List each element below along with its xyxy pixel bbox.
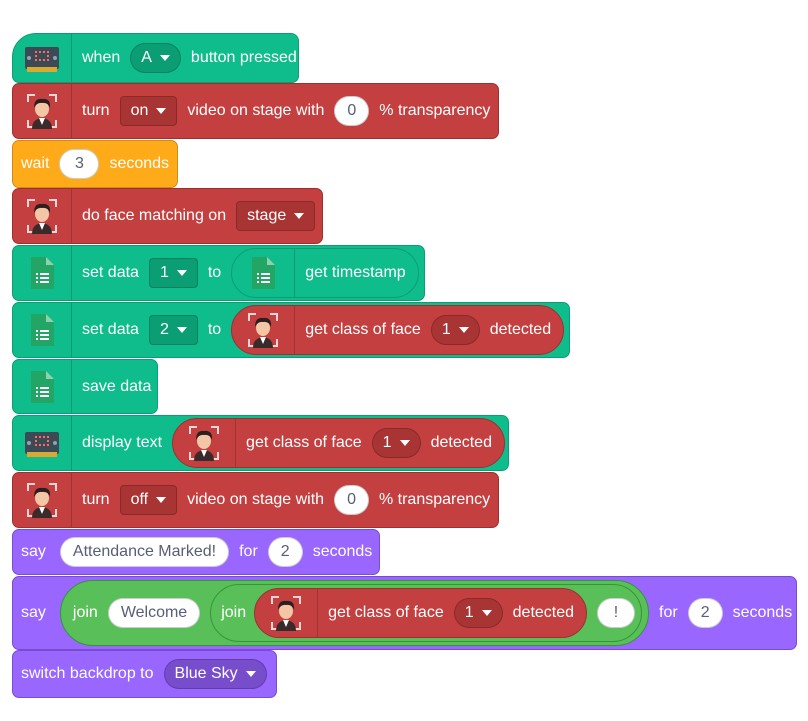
get-class-of-face-reporter[interactable]: get class of face 1 detected xyxy=(231,305,565,355)
wait-block[interactable]: wait 3 seconds xyxy=(12,140,178,188)
face-index-dropdown[interactable]: 1 xyxy=(453,598,503,628)
face-detection-icon xyxy=(255,589,319,637)
set-data-block[interactable]: set data 1 to get timestamp xyxy=(12,245,425,301)
face-detection-icon xyxy=(173,419,237,467)
face-detection-icon xyxy=(13,473,72,527)
reporter-label: get timestamp xyxy=(305,264,406,281)
chevron-down-icon xyxy=(159,55,170,61)
message-input[interactable]: Attendance Marked! xyxy=(59,537,230,567)
chevron-down-icon xyxy=(294,213,305,219)
block-label: say xyxy=(21,604,46,621)
block-label: save data xyxy=(82,377,152,395)
chevron-down-icon xyxy=(481,610,492,616)
block-label: to xyxy=(207,264,222,281)
block-label: for xyxy=(239,543,258,560)
reporter-label: join xyxy=(72,604,98,621)
block-label: seconds xyxy=(109,155,170,172)
spreadsheet-icon xyxy=(13,360,72,413)
block-label: when xyxy=(82,49,121,66)
block-label: switch backdrop to xyxy=(21,665,154,682)
join-reporter[interactable]: join get class of face 1 detected ! xyxy=(210,584,643,642)
block-label: video on stage with xyxy=(187,102,325,119)
reporter-label: detected xyxy=(489,321,552,338)
block-label: turn xyxy=(82,102,110,119)
face-detection-icon xyxy=(13,84,72,138)
button-dropdown[interactable]: A xyxy=(130,43,181,73)
duration-input[interactable]: 2 xyxy=(687,598,723,628)
reporter-label: get class of face xyxy=(246,434,362,451)
backdrop-dropdown[interactable]: Blue Sky xyxy=(163,659,267,689)
face-matching-block[interactable]: do face matching on stage xyxy=(12,188,323,244)
reporter-label: detected xyxy=(430,434,492,451)
reporter-label: get class of face xyxy=(328,604,444,621)
block-label: set data xyxy=(82,264,139,281)
face-index-dropdown[interactable]: 1 xyxy=(371,428,421,458)
block-label: video on stage with xyxy=(187,491,325,508)
microbit-icon xyxy=(13,416,72,470)
join-text-input[interactable]: ! xyxy=(597,598,636,628)
block-label: display text xyxy=(82,434,163,451)
block-label: button pressed xyxy=(190,49,297,66)
data-index-dropdown[interactable]: 1 xyxy=(148,258,198,288)
block-label: turn xyxy=(82,491,110,508)
get-timestamp-reporter[interactable]: get timestamp xyxy=(231,248,419,298)
say-for-secs-block[interactable]: say Attendance Marked! for 2 seconds xyxy=(12,529,380,575)
chevron-down-icon xyxy=(156,108,167,114)
block-label: say xyxy=(21,543,46,560)
block-label: for xyxy=(659,604,678,621)
reporter-label: join xyxy=(221,604,247,621)
chevron-down-icon xyxy=(399,440,410,446)
say-for-secs-block[interactable]: say join Welcome join get class of face … xyxy=(12,576,797,650)
video-state-dropdown[interactable]: on xyxy=(119,96,178,126)
block-label: to xyxy=(207,321,222,338)
join-text-input[interactable]: Welcome xyxy=(107,598,201,628)
reporter-label: get class of face xyxy=(305,321,421,338)
source-dropdown[interactable]: stage xyxy=(236,201,316,231)
block-label: do face matching on xyxy=(82,207,227,224)
block-label: seconds xyxy=(312,543,373,560)
chevron-down-icon xyxy=(156,497,167,503)
block-label: % transparency xyxy=(378,491,491,508)
chevron-down-icon xyxy=(458,327,469,333)
face-index-dropdown[interactable]: 1 xyxy=(430,315,480,345)
set-data-block[interactable]: set data 2 to get class of face 1 detect… xyxy=(12,302,570,358)
face-detection-icon xyxy=(232,306,296,354)
reporter-label: detected xyxy=(512,604,575,621)
data-index-dropdown[interactable]: 2 xyxy=(148,315,198,345)
when-button-pressed-block[interactable]: when A button pressed xyxy=(12,33,299,83)
wait-seconds-input[interactable]: 3 xyxy=(59,149,100,179)
chevron-down-icon xyxy=(176,270,187,276)
get-class-of-face-reporter[interactable]: get class of face 1 detected xyxy=(254,588,588,638)
turn-video-block[interactable]: turn off video on stage with 0 % transpa… xyxy=(12,472,499,528)
block-label: wait xyxy=(21,155,50,172)
save-data-block[interactable]: save data xyxy=(12,359,158,414)
block-label: % transparency xyxy=(379,102,491,119)
transparency-input[interactable]: 0 xyxy=(334,485,369,515)
spreadsheet-icon xyxy=(13,303,72,357)
chevron-down-icon xyxy=(176,327,187,333)
block-label: seconds xyxy=(732,604,793,621)
face-detection-icon xyxy=(13,189,72,243)
turn-video-block[interactable]: turn on video on stage with 0 % transpar… xyxy=(12,83,499,139)
video-state-dropdown[interactable]: off xyxy=(119,485,178,515)
chevron-down-icon xyxy=(245,671,256,677)
microbit-icon xyxy=(13,34,72,82)
switch-backdrop-block[interactable]: switch backdrop to Blue Sky xyxy=(12,650,277,698)
spreadsheet-icon xyxy=(232,249,296,297)
duration-input[interactable]: 2 xyxy=(267,537,303,567)
get-class-of-face-reporter[interactable]: get class of face 1 detected xyxy=(172,418,505,468)
display-text-block[interactable]: display text get class of face 1 detecte… xyxy=(12,415,509,471)
transparency-input[interactable]: 0 xyxy=(334,96,370,126)
spreadsheet-icon xyxy=(13,246,72,300)
block-label: set data xyxy=(82,321,139,338)
join-reporter[interactable]: join Welcome join get class of face 1 de… xyxy=(59,580,650,646)
